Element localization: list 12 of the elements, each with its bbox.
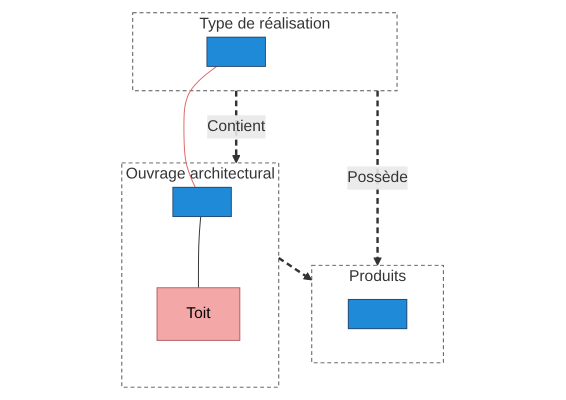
arrow: [278, 257, 313, 280]
cluster: Produits: [312, 264, 444, 364]
edge-label: Possède: [348, 169, 408, 186]
node-box: [206, 36, 266, 67]
connector: [184, 66, 218, 188]
arrow: [374, 90, 382, 266]
edge-label: Contient: [208, 118, 266, 135]
connector: [198, 216, 202, 288]
cluster: Type de réalisation: [132, 12, 398, 92]
node-box: Toit: [156, 287, 241, 341]
node-box: [348, 298, 408, 330]
node-box: [172, 186, 232, 218]
